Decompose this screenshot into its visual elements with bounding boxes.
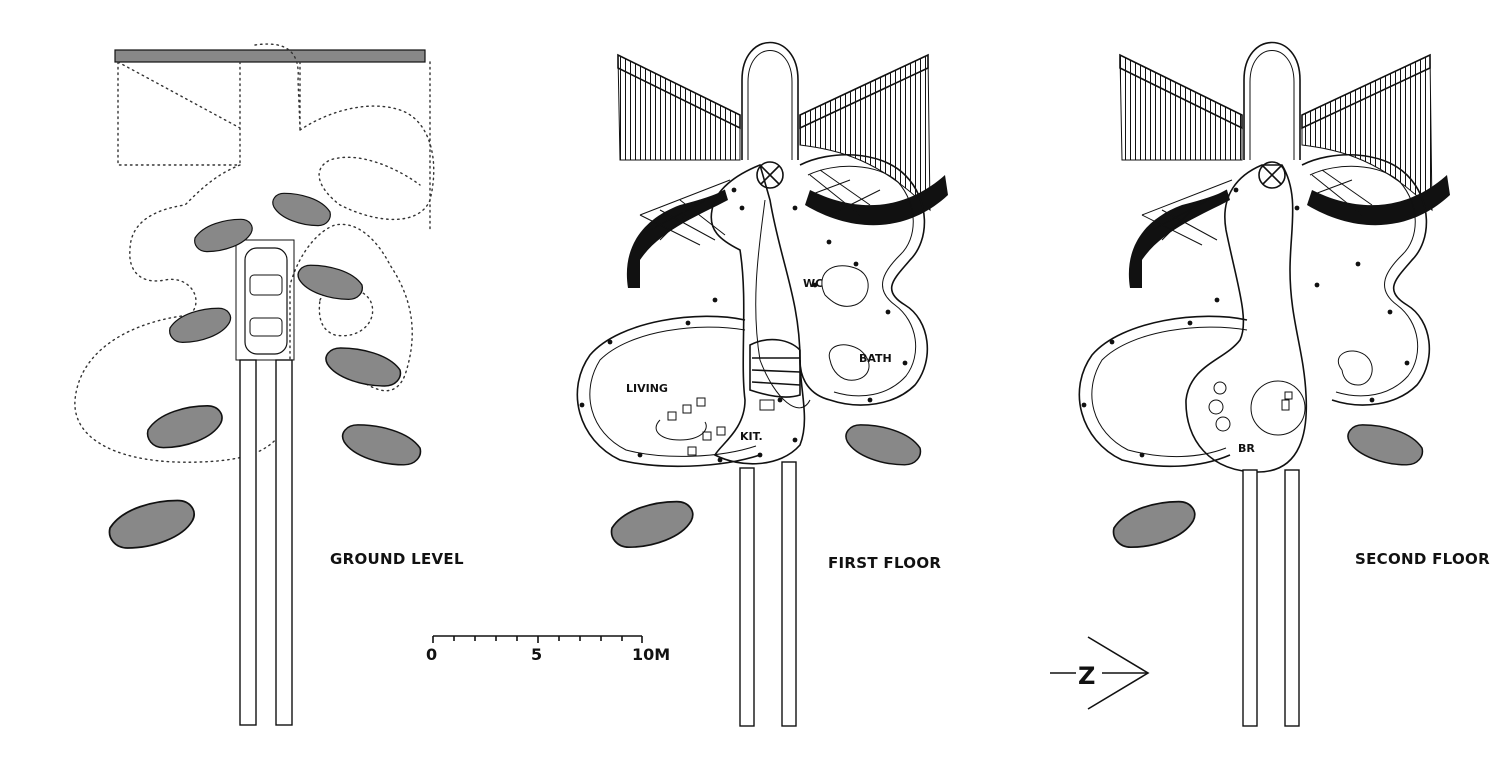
column-x-icon-upper [1258,161,1286,189]
room-label-wc: WC [803,277,823,290]
pylon-right [781,461,797,727]
round-bed-icon [1250,380,1306,436]
pool-second-right [1347,424,1424,466]
room-label-bath: BATH [859,352,892,365]
car-icon [244,247,288,355]
pool-6 [325,347,402,387]
room-label-bedroom: BR [1238,442,1255,455]
truss-left [639,179,731,246]
ground-level-plan: GROUND LEVEL [74,43,464,726]
north-arrow-icon: Z [1050,636,1150,710]
bath-outline [799,153,929,406]
scale-label-middle: 5 [531,645,542,664]
upper-floor-outline [74,43,435,463]
pool-7 [108,499,195,549]
room-label-kitchen: KIT. [740,430,763,443]
ground-level-title: GROUND LEVEL [330,550,464,568]
roof-wing-right [799,54,931,212]
pool-2 [272,192,331,227]
driveway-track-left [239,359,257,726]
pool-second-left [1112,500,1196,549]
room-label-living: LIVING [626,382,668,395]
ramp-left [626,190,728,288]
furniture [655,397,775,456]
north-arrow-letter: Z [1078,662,1095,690]
living-room-outline [576,315,761,468]
roof-beam [114,49,426,63]
pool-8 [341,424,422,466]
scale-label-end: 10M [632,645,670,664]
pool-3 [169,307,232,344]
pylon-left [739,467,755,727]
scale-label-start: 0 [426,645,437,664]
pool-first-right [845,424,922,466]
truss-right [809,169,881,216]
kitchen-outline [710,163,806,465]
pool-5 [146,405,223,449]
roof-wing-left [617,54,741,161]
second-floor-title: SECOND FLOOR [1355,550,1490,568]
first-floor-title: FIRST FLOOR [828,554,941,572]
driveway-track-right [275,359,293,726]
bedroom-outline [1185,164,1308,473]
first-floor-plan: LIVING KIT. WC BATH FIRST FLOOR [576,41,948,727]
pool-first-left [610,500,694,549]
pool-4 [297,264,364,301]
second-floor-plan: BR SECOND FLOOR [1078,41,1490,727]
carport [235,239,295,361]
structural-posts-upper [1081,187,1410,458]
entry-arch [741,41,799,160]
stair [749,338,801,398]
pool-1 [194,218,253,253]
column-x-icon [756,161,784,189]
structural-posts [579,187,908,463]
scale-bar: 0 5 10M [426,635,670,664]
entry-arch-upper [1243,41,1301,160]
